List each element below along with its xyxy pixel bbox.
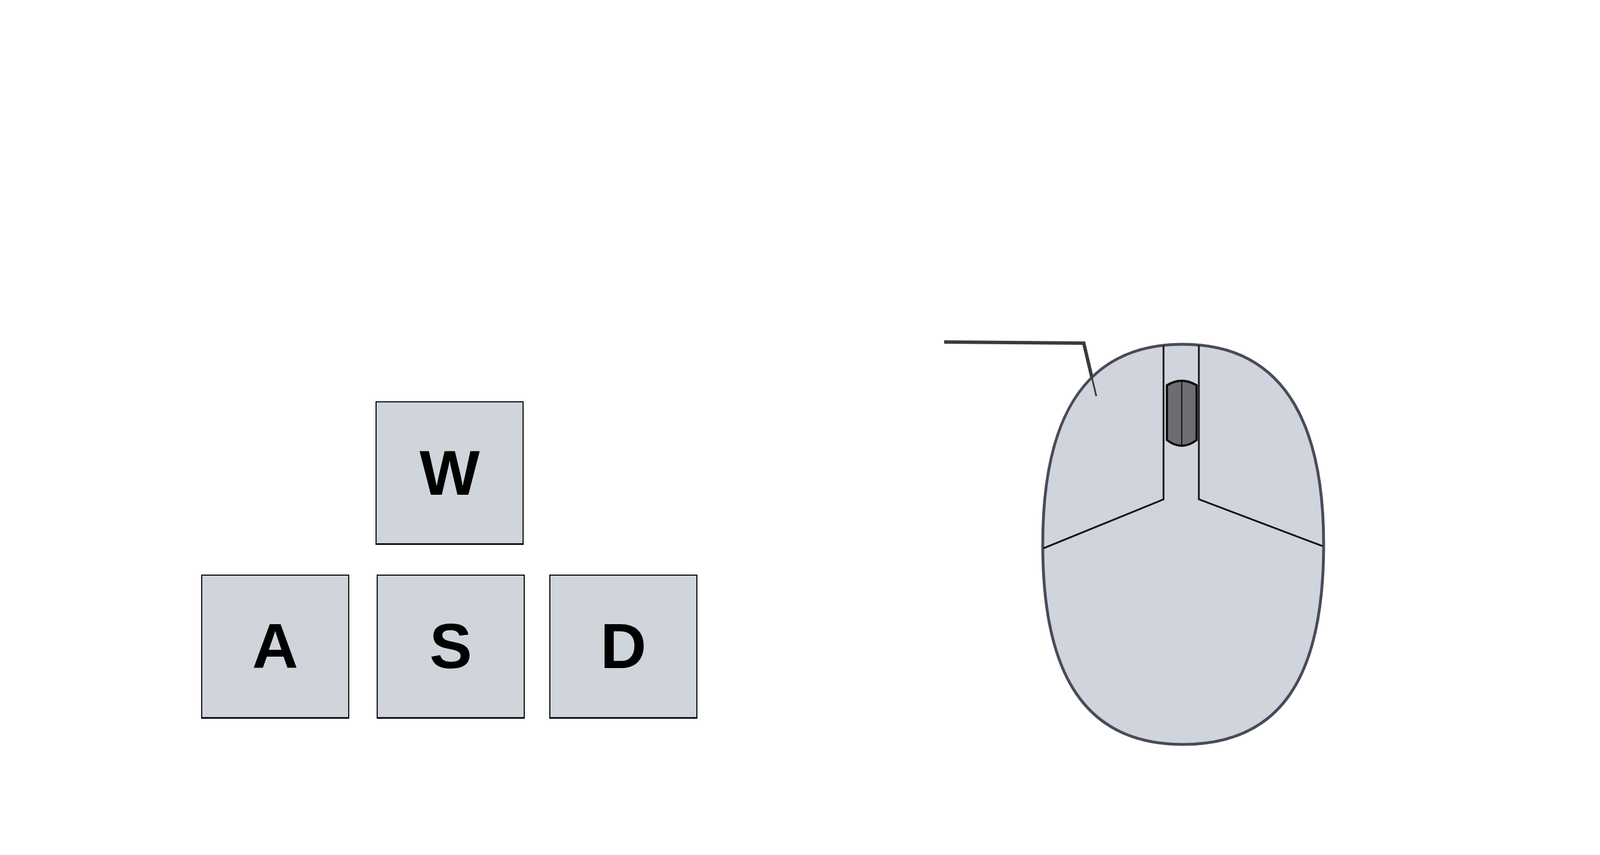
mouse-cable-end [1083, 343, 1097, 397]
key-cap: A [201, 574, 350, 719]
key-label: S [429, 614, 473, 679]
right-button-seam [1198, 345, 1323, 546]
key-label: A [252, 614, 299, 679]
key-cap: W [375, 401, 524, 545]
mouse-body [1042, 344, 1324, 745]
mouse-cable [944, 341, 1097, 397]
left-button-seam [1043, 345, 1164, 549]
scroll-wheel [1166, 380, 1197, 446]
key-cap: D [549, 574, 698, 719]
scroll-wheel-ridge [1181, 381, 1183, 446]
key-cap: S [376, 574, 525, 719]
key-label: D [600, 614, 647, 679]
key-label: W [419, 441, 480, 505]
